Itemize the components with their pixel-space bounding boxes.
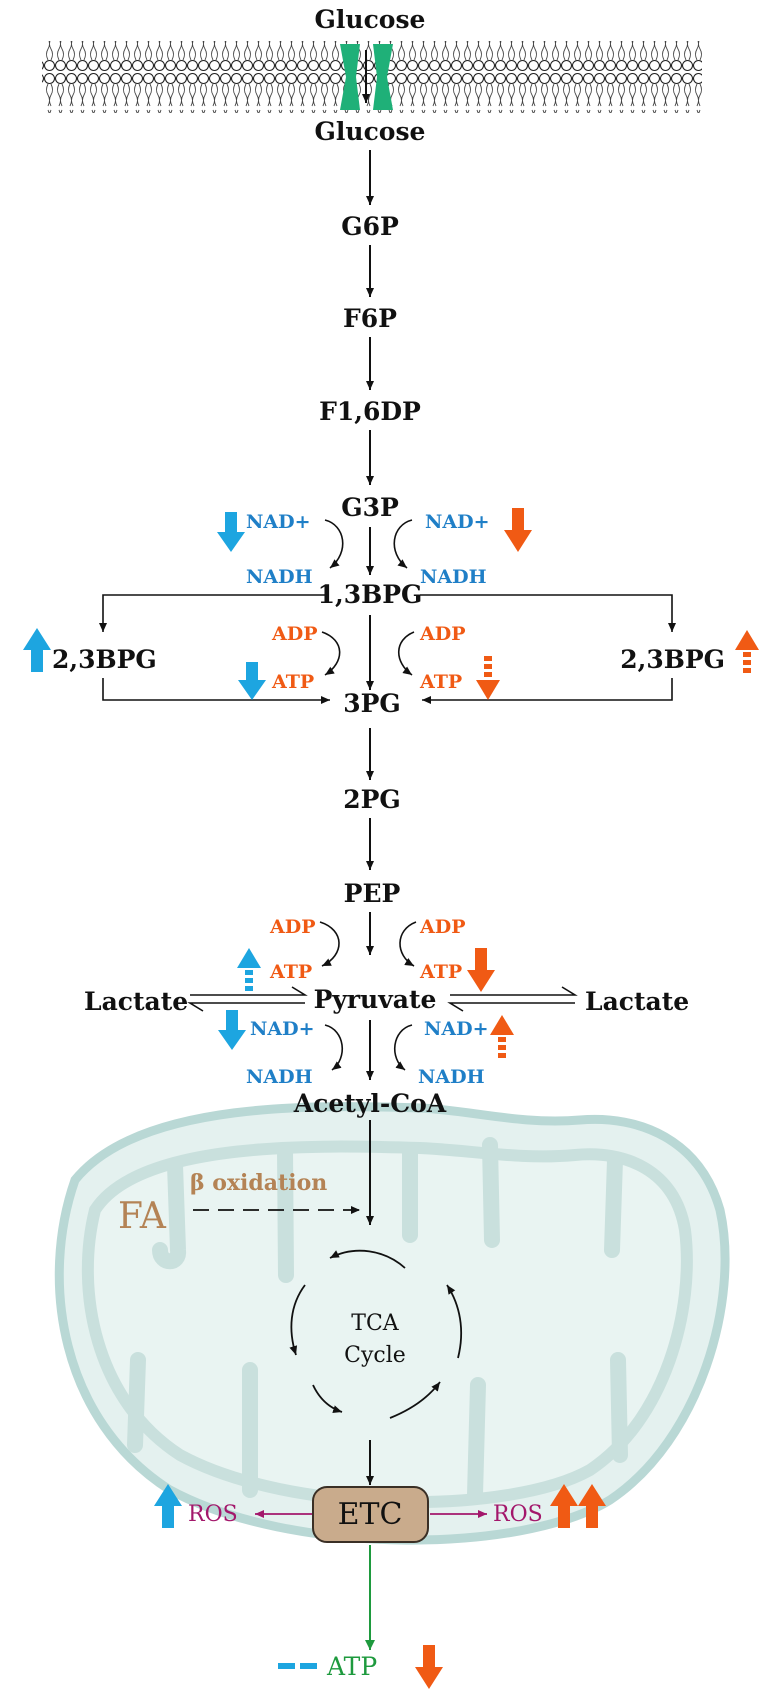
metabolite-labels: Glucose Glucose G6P F6P F1,6DP G3P 1,3BP…: [52, 5, 725, 1118]
pyruvate-label: Pyruvate: [314, 985, 437, 1014]
bpg23-left-label: 2,3BPG: [52, 645, 157, 674]
blue-dash-marks: [278, 1663, 317, 1669]
atp-label: ATP: [269, 961, 312, 983]
mitochondrial-labels: FA β oxidation TCA Cycle ETC ROS ROS ATP: [118, 1170, 543, 1681]
beta-oxidation-label: β oxidation: [190, 1170, 327, 1196]
regulation-indicators: [23, 508, 759, 1689]
bpg13-label: 1,3BPG: [318, 580, 423, 609]
tca-label-line2: Cycle: [344, 1343, 406, 1368]
glucose-transporter: [340, 44, 393, 110]
acetylcoa-label: Acetyl-CoA: [293, 1089, 447, 1118]
atp-label: ATP: [419, 961, 462, 983]
etc-complex: [312, 1486, 429, 1543]
adp-label: ADP: [271, 623, 318, 645]
bpg23-right-label: 2,3BPG: [620, 645, 725, 674]
nad-label: NAD+: [246, 511, 311, 533]
adp-label: ADP: [419, 916, 466, 938]
g6p-label: G6P: [341, 212, 399, 241]
nadh-label: NADH: [418, 1066, 485, 1088]
cell-membrane: [42, 41, 702, 113]
cofactor-labels: NAD+ NADH NAD+ NADH ADP ATP ADP ATP ADP …: [246, 511, 490, 1088]
glucose-inside-label: Glucose: [315, 117, 426, 146]
blue-down-arrow: [218, 1010, 246, 1050]
mitochondrion: [54, 1102, 730, 1545]
orange-down-arrow: [504, 508, 532, 552]
g3p-label: G3P: [341, 493, 399, 522]
nadh-label: NADH: [246, 1066, 313, 1088]
glucose-outside-label: Glucose: [315, 5, 426, 34]
cofactor-arrows: [319, 519, 417, 1071]
atp-output-label: ATP: [326, 1652, 377, 1681]
blue-down-arrow: [238, 662, 266, 700]
nad-label: NAD+: [424, 1018, 489, 1040]
tca-cycle-arrows: [289, 1249, 463, 1419]
f16dp-label: F1,6DP: [319, 397, 421, 426]
tca-label-line1: TCA: [351, 1311, 400, 1336]
orange-down-arrow: [467, 948, 495, 992]
pg2-label: 2PG: [343, 785, 401, 814]
etc-label: ETC: [338, 1497, 403, 1532]
nad-label: NAD+: [250, 1018, 315, 1040]
blue-down-arrow: [217, 512, 245, 552]
nadh-label: NADH: [420, 566, 487, 588]
orange-dashed-up-arrow: [490, 1015, 514, 1058]
f6p-label: F6P: [343, 304, 397, 333]
bpg-bypass-arrows: [99, 594, 676, 704]
blue-dashed-up-arrow: [237, 948, 261, 991]
lactate-equilibrium-arrows: [187, 986, 578, 1012]
fa-label: FA: [118, 1196, 167, 1237]
adp-label: ADP: [419, 623, 466, 645]
lactate-right-label: Lactate: [585, 987, 689, 1016]
blue-up-arrow: [154, 1484, 182, 1528]
ros-right-label: ROS: [493, 1502, 543, 1527]
orange-dashed-down-arrow: [476, 656, 500, 700]
lactate-left-label: Lactate: [84, 987, 188, 1016]
nad-label: NAD+: [425, 511, 490, 533]
nadh-label: NADH: [246, 566, 313, 588]
orange-up-arrow: [550, 1484, 578, 1528]
pep-label: PEP: [344, 879, 401, 908]
atp-label: ATP: [419, 671, 462, 693]
orange-up-arrow: [578, 1484, 606, 1528]
orange-down-arrow: [415, 1645, 443, 1689]
blue-up-arrow: [23, 628, 51, 672]
orange-dashed-up-arrow: [735, 630, 759, 673]
atp-label: ATP: [271, 671, 314, 693]
pg3-label: 3PG: [343, 689, 401, 718]
adp-label: ADP: [269, 916, 316, 938]
ros-left-label: ROS: [188, 1502, 238, 1527]
